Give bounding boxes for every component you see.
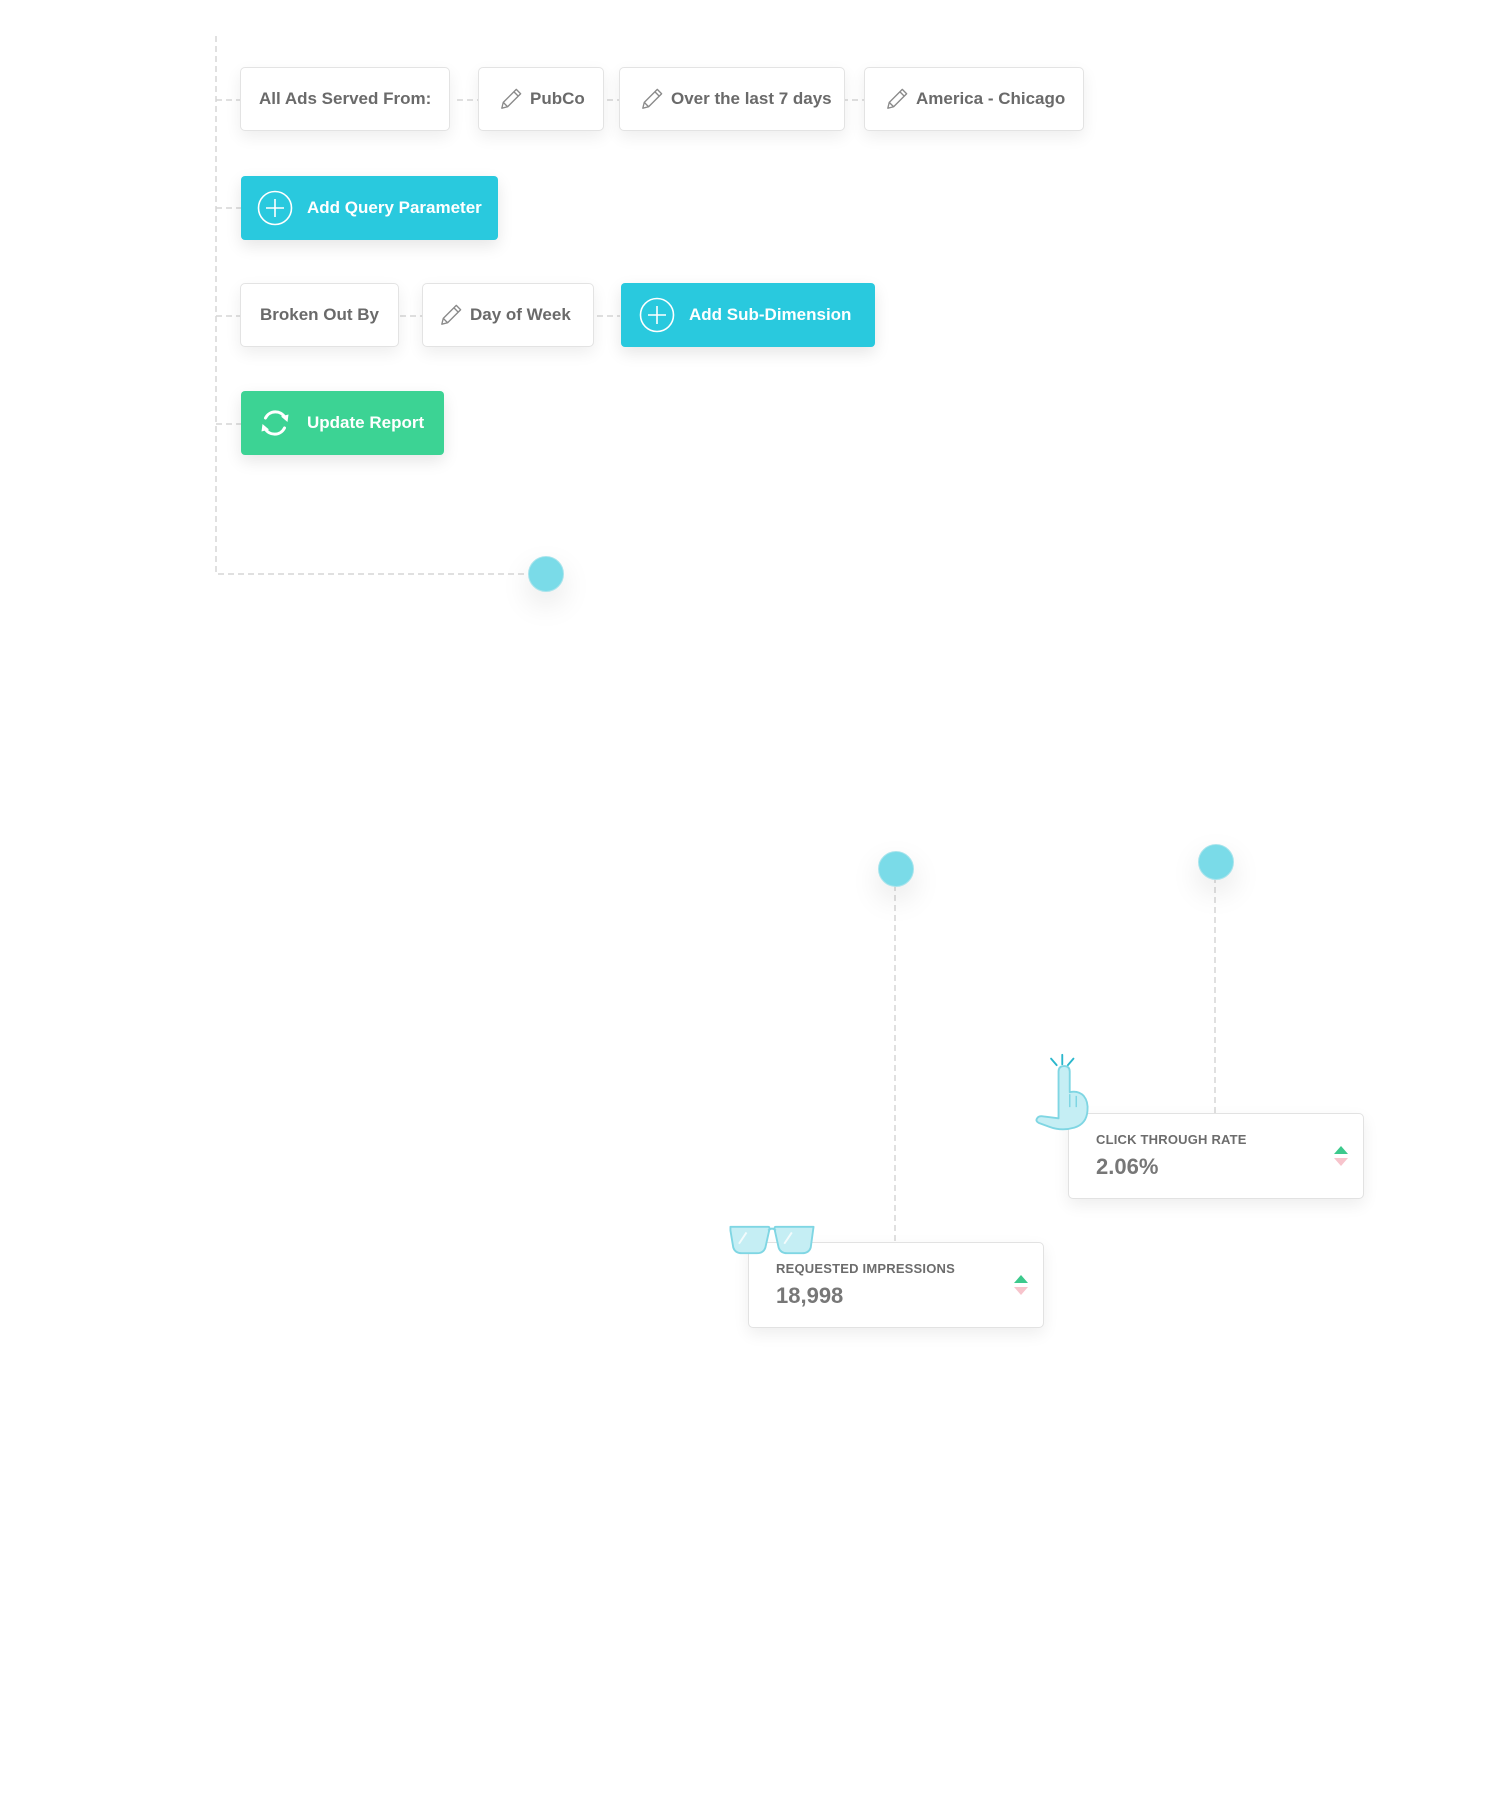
- connector-node: [1198, 844, 1234, 880]
- glasses-icon: [729, 1225, 815, 1255]
- requested-impressions-card[interactable]: REQUESTED IMPRESSIONS 18,998: [748, 1242, 1044, 1328]
- dimension-chip[interactable]: Day of Week: [422, 283, 594, 347]
- metric-value: 18,998: [776, 1283, 844, 1308]
- pencil-icon: [642, 88, 663, 109]
- update-report-button[interactable]: Update Report: [241, 391, 445, 455]
- served-from-text: All Ads Served From:: [259, 89, 432, 108]
- add-sub-dimension-button[interactable]: Add Sub-Dimension: [621, 283, 876, 347]
- pencil-icon: [887, 88, 908, 109]
- metric-label: CLICK THROUGH RATE: [1096, 1132, 1247, 1147]
- sort-arrows-icon[interactable]: [1013, 1273, 1029, 1299]
- timezone-text: America - Chicago: [916, 89, 1066, 108]
- publisher-text: PubCo: [530, 89, 585, 108]
- update-report-label: Update Report: [307, 413, 425, 432]
- connector-node: [878, 851, 914, 887]
- metric-value: 2.06%: [1096, 1154, 1159, 1179]
- connector-node: [528, 556, 564, 592]
- add-query-parameter-button[interactable]: Add Query Parameter: [241, 176, 498, 240]
- pencil-icon: [441, 304, 462, 325]
- sort-arrows-icon[interactable]: [1333, 1144, 1349, 1170]
- timezone-chip[interactable]: America - Chicago: [864, 67, 1085, 131]
- served-from-label: All Ads Served From:: [240, 67, 451, 131]
- refresh-icon: [261, 410, 289, 436]
- date-range-chip[interactable]: Over the last 7 days: [619, 67, 845, 131]
- date-range-text: Over the last 7 days: [671, 89, 832, 108]
- pointing-hand-icon: [1035, 1053, 1089, 1131]
- publisher-chip[interactable]: PubCo: [478, 67, 604, 131]
- add-query-parameter-label: Add Query Parameter: [307, 198, 482, 217]
- metric-label: REQUESTED IMPRESSIONS: [776, 1261, 956, 1276]
- plus-circle-icon: [639, 297, 675, 333]
- plus-circle-icon: [257, 190, 293, 226]
- dimension-text: Day of Week: [470, 305, 571, 324]
- add-sub-dimension-label: Add Sub-Dimension: [689, 305, 852, 324]
- broken-out-by-label: Broken Out By: [240, 283, 400, 347]
- pencil-icon: [501, 88, 522, 109]
- broken-out-by-text: Broken Out By: [260, 305, 380, 324]
- click-through-rate-card[interactable]: CLICK THROUGH RATE 2.06%: [1068, 1113, 1364, 1199]
